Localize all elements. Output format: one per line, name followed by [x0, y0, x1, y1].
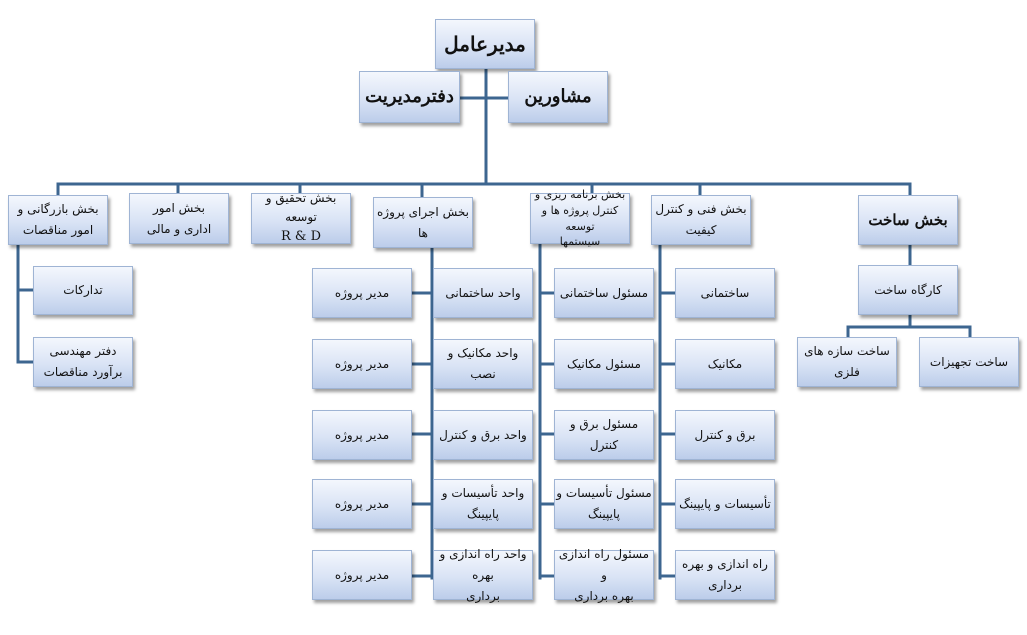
- procurement-box: تدارکات: [33, 266, 133, 315]
- rnd-dept-english: R & D: [280, 229, 322, 245]
- planning-unit-label: مسئول مکانیک: [567, 356, 641, 371]
- execution-unit-box: واحد ساختمانی: [433, 268, 533, 318]
- planning-unit-box: مسئول مکانیک: [554, 339, 654, 389]
- equipment-fabrication-label: ساخت تجهیزات: [929, 354, 1009, 369]
- workshop-label: کارگاه ساخت: [874, 282, 942, 297]
- advisors-box: مشاورین: [508, 71, 608, 123]
- execution-unit-label: واحد تأسیسات و پایپینگ: [441, 486, 525, 521]
- execution-unit-label: واحد مکانیک و نصب: [447, 346, 519, 381]
- technical-unit-label: برق و کنترل: [694, 427, 756, 442]
- planning-unit-box: مسئول تأسیسات و پایپینگ: [554, 479, 654, 529]
- planning-unit-box: مسئول راه اندازی و بهره برداری: [554, 547, 654, 603]
- project-manager-label: مدیر پروژه: [334, 356, 390, 371]
- execution-dept-label: بخش اجرای پروژه ها: [377, 204, 469, 240]
- technical-unit-box: برق و کنترل: [675, 410, 775, 460]
- advisors-label: مشاورین: [524, 86, 592, 108]
- technical-unit-box: تأسیسات و پایپینگ: [675, 479, 775, 529]
- commerce-dept-label: بخش بازرگانی و امور مناقصات: [17, 202, 99, 237]
- ceo-box: مدیرعامل: [435, 19, 535, 69]
- technical-unit-label: مکانیک: [707, 356, 743, 371]
- technical-unit-box: ساختمانی: [675, 268, 775, 318]
- execution-dept-box: بخش اجرای پروژه ها: [373, 197, 473, 248]
- planning-unit-label: مسئول تأسیسات و پایپینگ: [556, 486, 652, 521]
- workshop-box: کارگاه ساخت: [858, 265, 958, 315]
- construction-dept-box: بخش ساخت: [858, 195, 958, 245]
- execution-unit-label: واحد راه اندازی و بهره برداری: [439, 546, 527, 603]
- project-manager-label: مدیر پروژه: [334, 567, 390, 582]
- admin-dept-label: بخش امور اداری و مالی: [146, 200, 212, 236]
- technical-unit-label: ساختمانی: [700, 285, 750, 300]
- execution-unit-label: واحد برق و کنترل: [439, 427, 527, 442]
- technical-unit-label: تأسیسات و پایپینگ: [679, 496, 771, 511]
- estimation-office-label: دفتر مهندسی برآورد مناقصات: [43, 344, 123, 379]
- ceo-label: مدیرعامل: [444, 31, 526, 56]
- project-manager-box: مدیر پروژه: [312, 339, 412, 389]
- construction-dept-label: بخش ساخت: [868, 210, 948, 229]
- project-manager-box: مدیر پروژه: [312, 479, 412, 529]
- planning-unit-box: مسئول برق و کنترل: [554, 410, 654, 460]
- execution-unit-box: واحد تأسیسات و پایپینگ: [433, 479, 533, 529]
- admin-dept-box: بخش امور اداری و مالی: [129, 193, 229, 244]
- estimation-office-box: دفتر مهندسی برآورد مناقصات: [33, 337, 133, 387]
- project-manager-box: مدیر پروژه: [312, 268, 412, 318]
- project-manager-label: مدیر پروژه: [334, 496, 390, 511]
- project-manager-label: مدیر پروژه: [334, 285, 390, 300]
- planning-unit-label: مسئول برق و کنترل: [569, 417, 639, 452]
- management-office-label: دفترمدیریت: [365, 86, 454, 108]
- planning-unit-label: مسئول ساختمانی: [559, 285, 649, 300]
- rnd-dept-inner: بخش تحقیق و توسعه R & D: [252, 189, 350, 248]
- execution-unit-box: واحد مکانیک و نصب: [433, 339, 533, 389]
- equipment-fabrication-box: ساخت تجهیزات: [919, 337, 1019, 387]
- execution-unit-label: واحد ساختمانی: [445, 285, 521, 300]
- rnd-dept-label: بخش تحقیق و توسعه: [265, 190, 337, 225]
- metal-structure-label: ساخت سازه های فلزی: [804, 344, 890, 379]
- rnd-dept-box: بخش تحقیق و توسعه R & D: [251, 191, 351, 244]
- planning-unit-label: مسئول راه اندازی و بهره برداری: [558, 546, 650, 603]
- project-manager-box: مدیر پروژه: [312, 410, 412, 460]
- technical-unit-label: راه اندازی و بهره برداری: [682, 557, 768, 592]
- technical-unit-box: راه اندازی و بهره برداری: [675, 550, 775, 600]
- project-manager-box: مدیر پروژه: [312, 550, 412, 600]
- planning-dept-box: بخش برنامه ریزی و کنترل پروژه ها و توسعه…: [530, 188, 630, 248]
- technical-dept-label: بخش فنی و کنترل کیفیت: [655, 202, 747, 237]
- commerce-dept-box: بخش بازرگانی و امور مناقصات: [8, 195, 108, 245]
- planning-dept-label: بخش برنامه ریزی و کنترل پروژه ها و توسعه…: [534, 187, 626, 249]
- metal-structure-box: ساخت سازه های فلزی: [797, 337, 897, 387]
- procurement-label: تدارکات: [63, 283, 103, 297]
- management-office-box: دفترمدیریت: [359, 71, 460, 123]
- technical-dept-box: بخش فنی و کنترل کیفیت: [651, 195, 751, 245]
- execution-unit-box: واحد برق و کنترل: [433, 410, 533, 460]
- project-manager-label: مدیر پروژه: [334, 427, 390, 442]
- technical-unit-box: مکانیک: [675, 339, 775, 389]
- execution-unit-box: واحد راه اندازی و بهره برداری: [433, 547, 533, 603]
- planning-unit-box: مسئول ساختمانی: [554, 268, 654, 318]
